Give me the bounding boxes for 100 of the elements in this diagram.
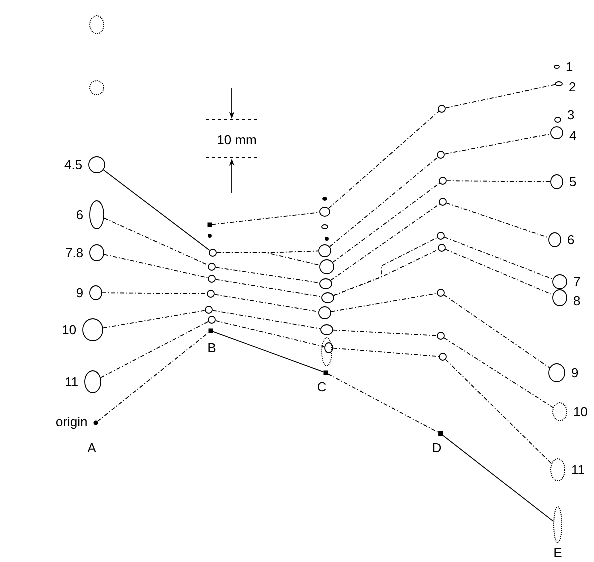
spot xyxy=(90,16,104,34)
connector-line xyxy=(100,321,209,378)
spot-label: 6 xyxy=(76,210,83,220)
connector-line xyxy=(332,182,440,264)
square-spot xyxy=(208,222,212,228)
spot xyxy=(320,278,332,290)
spot xyxy=(322,224,328,230)
connector-line xyxy=(444,236,554,280)
spot xyxy=(548,364,566,382)
connector-line xyxy=(445,359,552,464)
connector-line xyxy=(102,292,208,294)
spot xyxy=(322,292,334,304)
connector-line xyxy=(328,374,439,434)
connector-line xyxy=(446,180,551,182)
spot xyxy=(437,151,445,159)
connector-line xyxy=(445,84,556,109)
spot-label: 9 xyxy=(76,288,83,298)
spot xyxy=(207,290,215,298)
spot xyxy=(552,402,568,422)
spot-label: 11 xyxy=(66,378,78,386)
spot xyxy=(550,174,564,190)
spot xyxy=(318,244,332,258)
spot-label: 3 xyxy=(568,110,574,120)
spot xyxy=(439,177,447,185)
spot xyxy=(318,306,332,320)
spot-label: 2 xyxy=(570,82,576,92)
connector-line xyxy=(445,249,554,296)
spot xyxy=(209,249,217,257)
connector-line xyxy=(212,310,322,330)
spot xyxy=(322,197,328,201)
spot xyxy=(208,316,216,324)
spot xyxy=(90,80,104,96)
spot xyxy=(550,458,566,482)
spot xyxy=(208,263,216,271)
spot-label: 11 xyxy=(572,466,584,474)
connector-line xyxy=(103,170,210,252)
lane-label: E xyxy=(552,548,564,558)
scale-label: 10 mm xyxy=(216,134,258,146)
connector-line xyxy=(212,212,320,226)
connector-line xyxy=(216,252,320,266)
spot-label: origin xyxy=(56,416,87,430)
spot xyxy=(438,105,446,113)
connector-line xyxy=(330,204,440,281)
connector-line xyxy=(328,111,440,209)
connector-line xyxy=(330,293,438,312)
spot xyxy=(554,117,562,123)
square-spot xyxy=(438,432,444,436)
lane-label: C xyxy=(316,381,328,393)
spot xyxy=(437,232,445,240)
spot xyxy=(90,200,104,230)
spot xyxy=(550,126,564,140)
connector-line xyxy=(443,435,554,522)
spot xyxy=(439,198,447,206)
spot xyxy=(82,318,104,342)
connector-line xyxy=(212,331,324,373)
spot xyxy=(90,286,102,300)
spot-label: 4 xyxy=(570,132,576,140)
connector-line xyxy=(333,330,438,336)
lane-label: B xyxy=(206,342,218,354)
lane-label: A xyxy=(86,442,98,454)
spot xyxy=(94,420,98,426)
connector-line xyxy=(104,254,209,279)
square-spot xyxy=(324,370,328,376)
spot-label: 4.5 xyxy=(64,160,82,170)
spot-label: 6 xyxy=(568,235,574,245)
connector-line xyxy=(444,134,552,155)
spot xyxy=(552,274,568,290)
square-spot xyxy=(208,328,214,334)
connector-line xyxy=(444,338,554,408)
connector-line xyxy=(97,332,210,422)
spot xyxy=(554,506,562,544)
connector-line xyxy=(330,157,438,248)
spot xyxy=(320,260,334,274)
spot xyxy=(439,353,447,361)
connector-line xyxy=(215,320,326,348)
connector-line xyxy=(102,310,206,329)
spot xyxy=(320,207,330,217)
spot xyxy=(205,306,213,314)
spot-label: 10 xyxy=(63,325,76,335)
spot-label: 7.8 xyxy=(66,248,83,258)
connector-line xyxy=(444,294,550,368)
spot xyxy=(552,290,568,306)
spot xyxy=(438,244,446,252)
spot xyxy=(90,244,104,262)
spot xyxy=(88,156,106,174)
spot xyxy=(555,82,563,86)
spot xyxy=(324,342,334,354)
spot-label: 7 xyxy=(574,278,580,286)
spot xyxy=(548,232,562,248)
spot-label: 9 xyxy=(572,368,578,378)
connector-line xyxy=(333,249,439,296)
connector-line xyxy=(446,202,550,238)
spot-label: 1 xyxy=(566,62,573,72)
spot xyxy=(84,370,102,394)
spot xyxy=(320,324,334,336)
spot xyxy=(554,65,560,69)
spot-label: 5 xyxy=(570,177,576,187)
spot-label: 8 xyxy=(574,296,580,306)
connector-line xyxy=(333,348,440,358)
spot xyxy=(437,289,445,297)
